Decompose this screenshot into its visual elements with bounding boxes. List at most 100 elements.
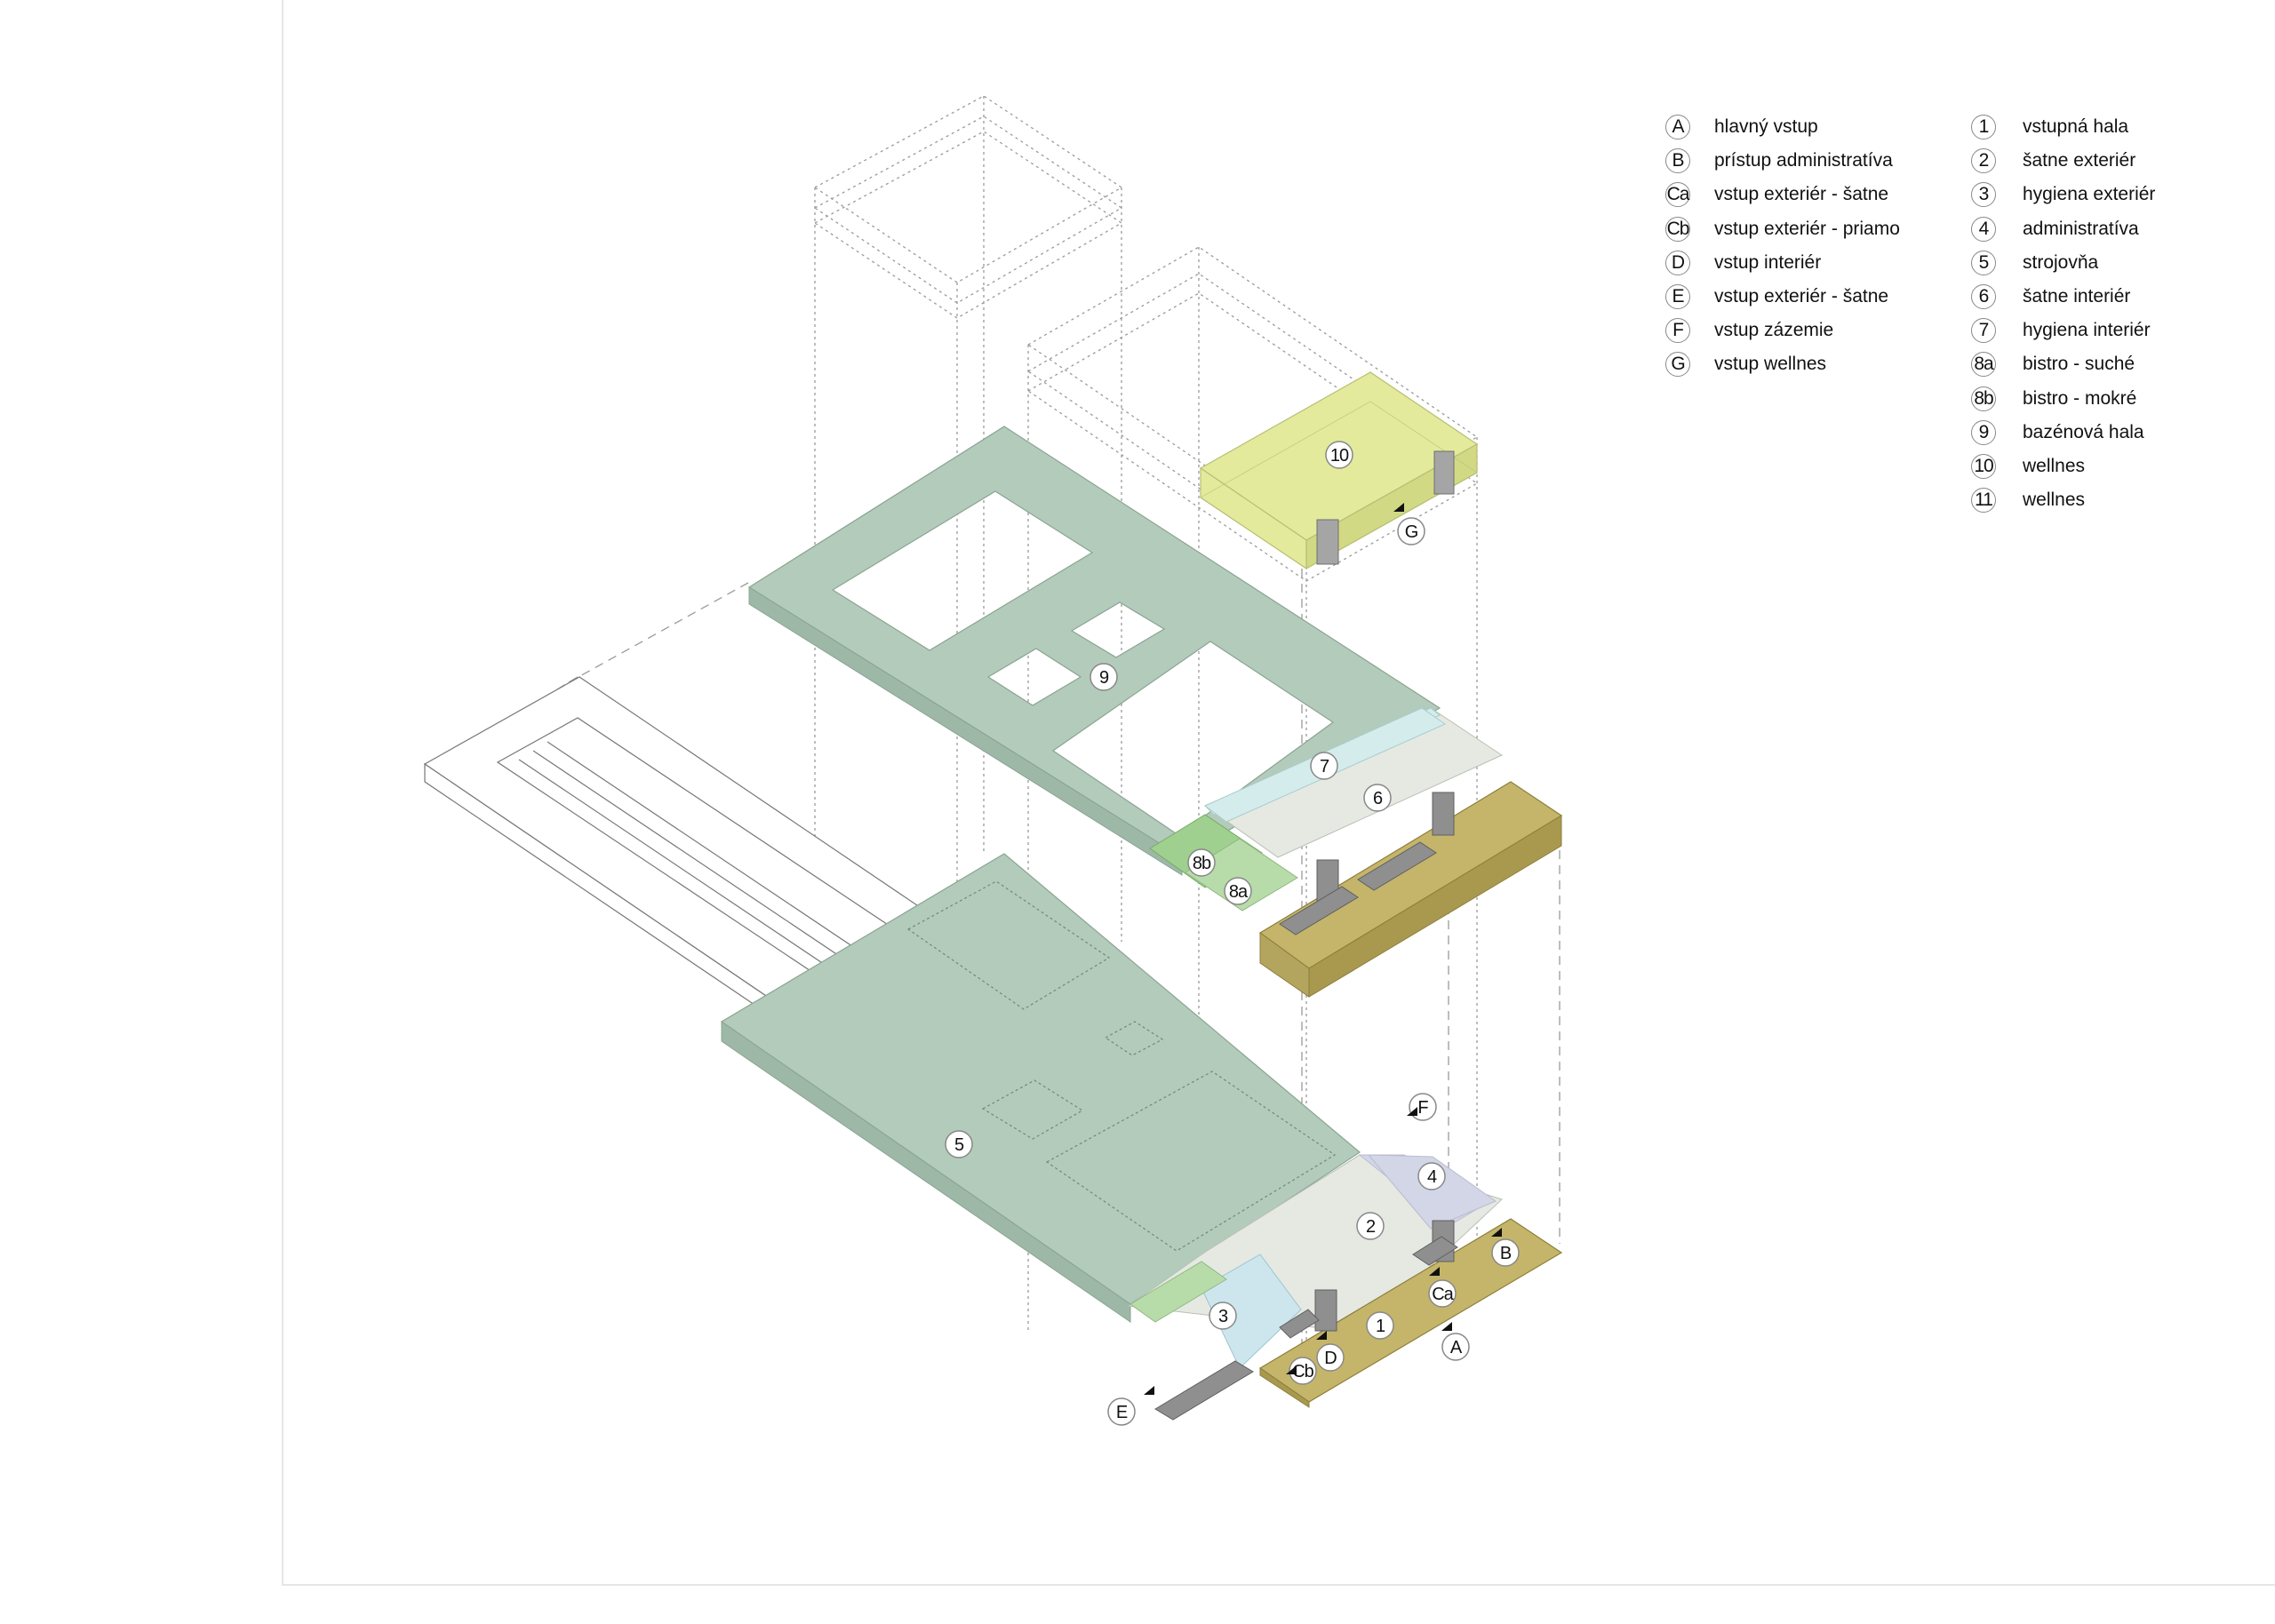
svg-text:7: 7 <box>1320 757 1329 776</box>
svg-text:B: B <box>1500 1244 1512 1263</box>
legend-entrance-code: D <box>1665 250 1690 275</box>
legend-entrance-label: vstup zázemie <box>1714 320 1834 341</box>
marker-room-7: 7 <box>1310 752 1338 780</box>
marker-room-10: 10 <box>1325 441 1353 469</box>
svg-text:4: 4 <box>1427 1167 1437 1187</box>
legend-room-row-4: 4 administratíva <box>1971 212 2155 246</box>
legend-room-code: 2 <box>1971 148 1996 174</box>
legend-entrance-row-cb: Cb vstup exteriér - priamo <box>1665 212 1900 246</box>
arrow-a <box>1441 1322 1452 1331</box>
legend-entrance-label: vstup exteriér - priamo <box>1714 218 1900 239</box>
svg-text:8a: 8a <box>1229 882 1249 902</box>
page-frame-bottom <box>282 1584 2275 1586</box>
legend-entrance-label: prístup administratíva <box>1714 150 1893 171</box>
svg-text:10: 10 <box>1330 446 1349 466</box>
legend-room-label: bistro - mokré <box>2023 387 2137 409</box>
pool-hall-floor <box>747 426 1441 876</box>
svg-text:6: 6 <box>1373 789 1383 808</box>
legend-room-code: 9 <box>1971 419 1996 445</box>
legend-room-row-10: 10 wellnes <box>1971 450 2155 483</box>
marker-entry-e: E <box>1107 1397 1136 1426</box>
legend-room-code: 10 <box>1971 453 1996 479</box>
arrow-g <box>1393 503 1404 512</box>
arrow-cb <box>1286 1365 1297 1374</box>
legend-room-code: 8a <box>1971 352 1996 378</box>
legend-entrance-label: vstup interiér <box>1714 251 1822 273</box>
legend-entrance-code: F <box>1665 318 1690 344</box>
ground-stairs <box>1154 1220 1458 1421</box>
legend-room-label: hygiena interiér <box>2023 320 2151 341</box>
marker-room-1: 1 <box>1366 1311 1394 1340</box>
legend-room-row-2: 2 šatne exteriér <box>1971 144 2155 178</box>
arrow-f <box>1407 1107 1417 1116</box>
marker-room-4: 4 <box>1417 1162 1446 1190</box>
svg-text:E: E <box>1116 1403 1128 1422</box>
wellnes-block <box>1199 371 1479 570</box>
legend-room-code: 11 <box>1971 488 1996 513</box>
diagram-markers: 10 9 7 6 8b 8a 5 4 2 3 1 G F B CaA D CbE <box>945 441 1520 1426</box>
legend-room-label: šatne exteriér <box>2023 150 2136 171</box>
marker-entry-d: D <box>1316 1343 1345 1372</box>
legend-room-code: 5 <box>1971 250 1996 275</box>
svg-text:G: G <box>1405 522 1418 542</box>
marker-room-5: 5 <box>945 1130 973 1158</box>
svg-text:2: 2 <box>1366 1217 1376 1237</box>
legend-entrance-label: hlavný vstup <box>1714 116 1818 138</box>
legend-entrance-code: Cb <box>1665 216 1690 242</box>
legend-entrance-row-ca: Ca vstup exteriér - šatne <box>1665 178 1900 211</box>
legend-room-label: administratíva <box>2023 218 2139 239</box>
legend-room-code: 1 <box>1971 115 1996 140</box>
ground-floor <box>720 853 1361 1323</box>
marker-room-6: 6 <box>1363 784 1392 812</box>
arrow-ca <box>1429 1267 1440 1276</box>
legend-entrance-code: A <box>1665 115 1690 140</box>
arrow-b <box>1491 1228 1502 1237</box>
svg-text:A: A <box>1450 1338 1463 1357</box>
legend-entrance-label: vstup exteriér - šatne <box>1714 286 1889 307</box>
svg-text:8b: 8b <box>1193 854 1211 873</box>
svg-text:Ca: Ca <box>1432 1285 1454 1304</box>
entry-arrows <box>1144 503 1502 1395</box>
svg-text:Cb: Cb <box>1292 1362 1313 1381</box>
marker-room-8b: 8b <box>1187 848 1216 877</box>
legend-entrance-code: G <box>1665 352 1690 378</box>
legend-entrance-label: vstup exteriér - šatne <box>1714 184 1889 205</box>
arrow-d <box>1316 1331 1327 1340</box>
marker-entry-a: A <box>1441 1333 1470 1361</box>
marker-room-2: 2 <box>1356 1212 1385 1240</box>
first-floor-bar <box>1258 781 1563 998</box>
marker-entry-f: F <box>1409 1093 1437 1121</box>
legend-room-label: vstupná hala <box>2023 116 2129 138</box>
legend-entrance-code: Ca <box>1665 182 1690 208</box>
marker-entry-b: B <box>1491 1238 1520 1267</box>
marker-room-3: 3 <box>1209 1302 1237 1330</box>
svg-text:9: 9 <box>1099 668 1109 688</box>
svg-text:3: 3 <box>1218 1307 1228 1326</box>
legend-room-row-6: 6 šatne interiér <box>1971 280 2155 314</box>
svg-text:D: D <box>1324 1349 1337 1368</box>
svg-text:5: 5 <box>954 1135 964 1155</box>
legend-room-label: šatne interiér <box>2023 286 2131 307</box>
legend-room-code: 7 <box>1971 318 1996 344</box>
svg-text:F: F <box>1417 1098 1428 1118</box>
page-frame-left <box>282 0 283 1586</box>
legend-room-code: 6 <box>1971 284 1996 310</box>
legend-room-label: wellnes <box>2023 455 2086 476</box>
marker-room-8a: 8a <box>1224 877 1252 905</box>
legend-room-row-7: 7 hygiena interiér <box>1971 314 2155 347</box>
legend-room-code: 4 <box>1971 216 1996 242</box>
svg-text:1: 1 <box>1376 1317 1385 1336</box>
marker-entry-g: G <box>1397 517 1425 545</box>
